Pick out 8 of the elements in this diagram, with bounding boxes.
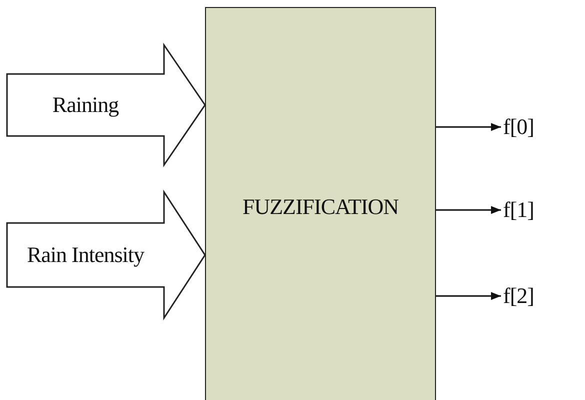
arrow [436, 206, 501, 214]
output-label: f[1] [503, 195, 543, 225]
node-label: FUZZIFICATION [242, 194, 399, 220]
output-label: f[0] [503, 112, 543, 142]
process-box [205, 7, 436, 400]
arrow [436, 123, 501, 131]
arrow [436, 292, 501, 300]
output-label: f[2] [503, 281, 543, 311]
